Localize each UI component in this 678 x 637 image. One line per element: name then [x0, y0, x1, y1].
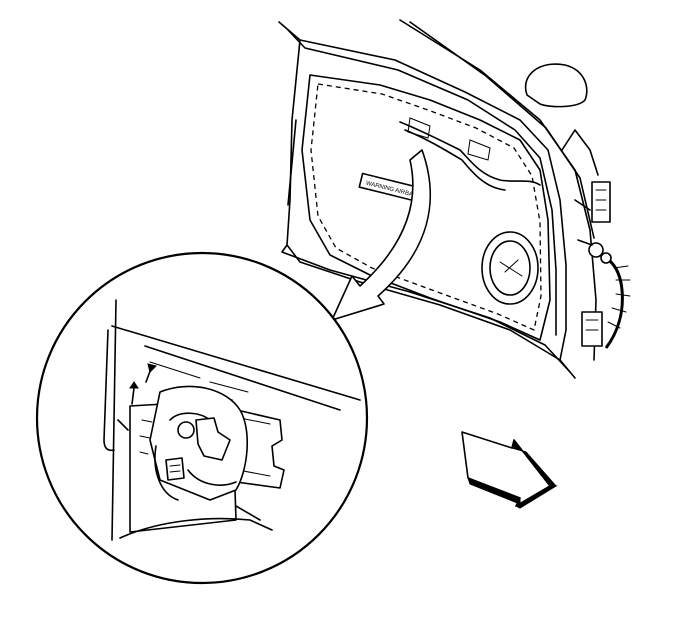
- front-direction-arrow: [461, 431, 558, 509]
- door-assembly: WARNING AIRBAG: [278, 19, 631, 379]
- detail-view-circle: [35, 251, 369, 585]
- wiring-conduit: [588, 242, 631, 349]
- side-mirror: [524, 63, 588, 108]
- door-hinge-upper: [591, 181, 611, 223]
- door-hinge-lower: [581, 311, 603, 347]
- connector-module: [129, 385, 249, 533]
- install-arrows: [129, 363, 157, 405]
